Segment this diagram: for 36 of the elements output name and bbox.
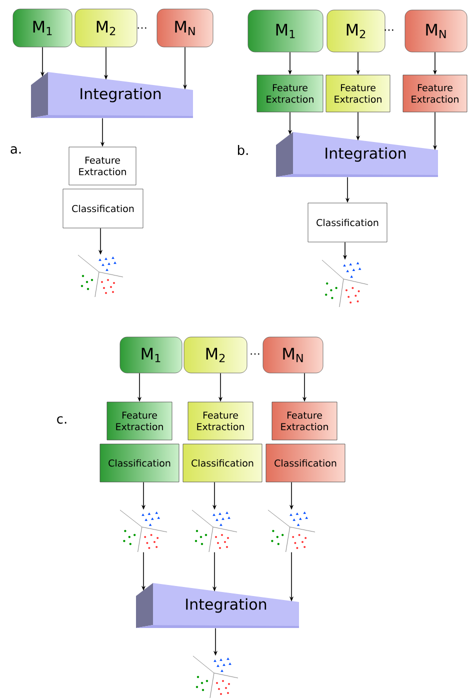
panel-label: b. [238,144,248,156]
modality-box: M$_{2}$ [74,8,138,48]
modality-box: M$_{N}$ [262,336,324,374]
modality-box: M$_{N}$ [156,8,214,48]
process-box: Feature Extraction [68,146,136,186]
panel-label: c. [57,416,66,424]
scatter-plot-drawing [78,254,124,298]
process-box: Feature Extraction [188,402,254,440]
scatter-plot-drawing [120,510,168,552]
scatter-plot-drawing [322,260,368,308]
integration-block: Integration [31,72,193,118]
process-box: Feature Extraction [402,74,468,112]
integration-block: Integration [136,583,299,628]
process-box: Classification [182,444,262,482]
scatter-plot-drawing [268,510,316,552]
scatter-plot-drawing [192,656,238,698]
modality-box: M$_{1}$ [248,10,324,52]
ellipsis: … [250,353,260,355]
integration-block: Integration [276,132,438,177]
process-box: Classification [266,444,346,482]
process-box: Feature Extraction [326,74,390,112]
process-box: Classification [308,202,388,242]
modality-box: M$_{1}$ [120,336,182,374]
modality-box: M$_{N}$ [404,10,468,52]
process-box: Feature Extraction [256,74,324,112]
process-box: Classification [100,444,180,482]
process-box: Feature Extraction [106,402,172,440]
panel-label: a. [10,146,21,154]
ellipsis: … [138,27,146,29]
modality-box: M$_{2}$ [184,336,248,374]
ellipsis: … [384,29,394,31]
scatter-plot-drawing [192,510,238,552]
process-box: Feature Extraction [272,402,338,440]
modality-box: M$_{1}$ [12,8,72,48]
modality-box: M$_{2}$ [326,10,386,52]
process-box: Classification [62,188,144,228]
